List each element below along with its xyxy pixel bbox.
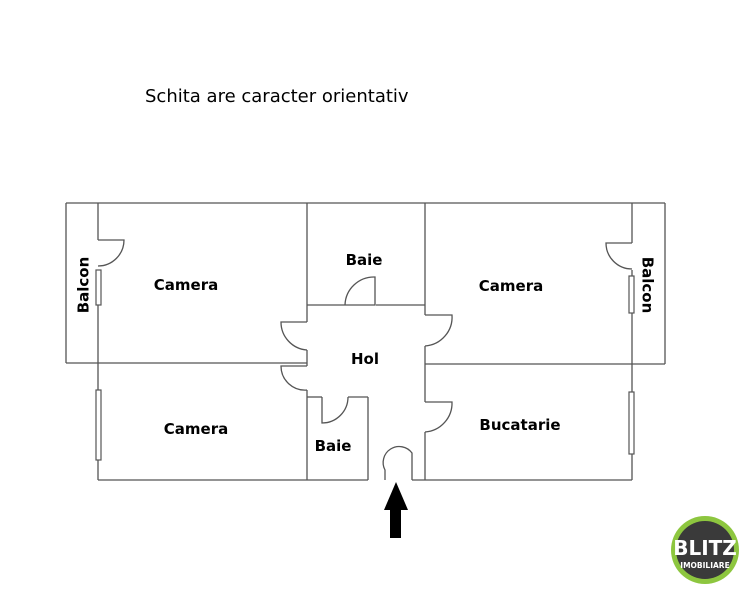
- window-balcony-right: [628, 275, 635, 314]
- balcony-right-label: Balcon: [639, 257, 657, 314]
- room-bottom-left-label: Camera: [164, 420, 228, 438]
- logo-name: BLITZ: [673, 536, 737, 560]
- disclaimer-note: Schita are caracter orientativ: [145, 86, 409, 107]
- bath-bottom-label: Baie: [315, 437, 352, 455]
- hall-label: Hol: [351, 350, 379, 368]
- window-balcony-left: [95, 269, 102, 306]
- room-top-left-label: Camera: [154, 276, 218, 294]
- walls: [65, 202, 666, 481]
- kitchen-label: Bucatarie: [479, 416, 560, 434]
- balcony-left-label: Balcon: [75, 257, 93, 314]
- blitz-logo: BLITZ IMOBILIARE: [671, 516, 739, 584]
- window-room-bottom-left: [95, 389, 102, 461]
- logo-badge: [676, 521, 734, 579]
- windows: [95, 269, 635, 461]
- entrance-arrow-icon: [384, 482, 408, 538]
- room-top-right-label: Camera: [479, 277, 543, 295]
- window-kitchen: [628, 391, 635, 455]
- bath-top-label: Baie: [346, 251, 383, 269]
- logo-subtitle: IMOBILIARE: [680, 561, 729, 570]
